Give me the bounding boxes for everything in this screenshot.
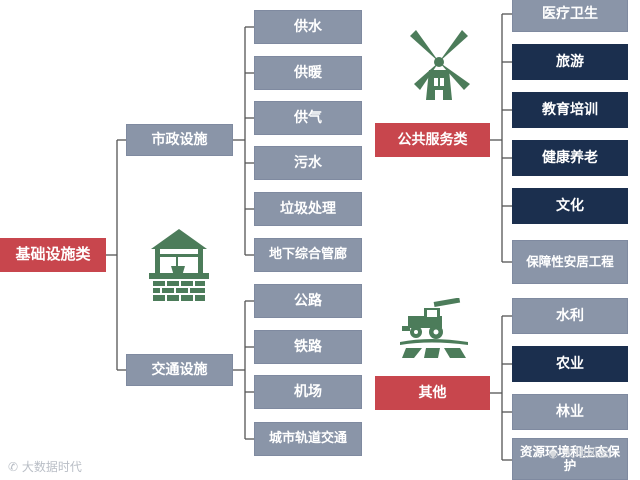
municipal-node: 市政设施	[126, 124, 233, 156]
municipal-item: 地下综合管廊	[254, 238, 362, 272]
public-item: 健康养老	[512, 140, 628, 176]
other-item: 农业	[512, 346, 628, 382]
windmill-icon	[410, 30, 470, 100]
municipal-item: 污水	[254, 146, 362, 180]
public-item: 教育培训	[512, 92, 628, 128]
municipal-item: 垃圾处理	[254, 192, 362, 226]
watermark-left: ✆ 大数据时代	[8, 460, 82, 474]
transport-item: 铁路	[254, 330, 362, 364]
public-item: 保障性安居工程	[512, 240, 628, 284]
other-item: 资源环境和生态保护	[512, 438, 628, 480]
municipal-item: 供水	[254, 10, 362, 44]
transport-item: 公路	[254, 284, 362, 318]
public-item: 旅游	[512, 44, 628, 80]
watermark-right: ◉ 大地风云	[548, 446, 611, 460]
municipal-item: 供暖	[254, 56, 362, 90]
transport-node: 交通设施	[126, 354, 233, 386]
weibo-icon: ✆	[8, 460, 19, 474]
other-item: 水利	[512, 298, 628, 334]
municipal-item: 供气	[254, 101, 362, 135]
other-node: 其他	[375, 376, 490, 410]
wechat-icon: ◉	[548, 446, 559, 460]
public-services-node: 公共服务类	[375, 123, 490, 157]
harvester-icon	[400, 298, 468, 358]
other-item: 林业	[512, 394, 628, 430]
public-item: 医疗卫生	[512, 0, 628, 32]
transport-item: 城市轨道交通	[254, 422, 362, 456]
public-item: 文化	[512, 188, 628, 224]
root-node: 基础设施类	[0, 238, 106, 272]
transport-item: 机场	[254, 375, 362, 409]
well-icon	[149, 229, 209, 301]
